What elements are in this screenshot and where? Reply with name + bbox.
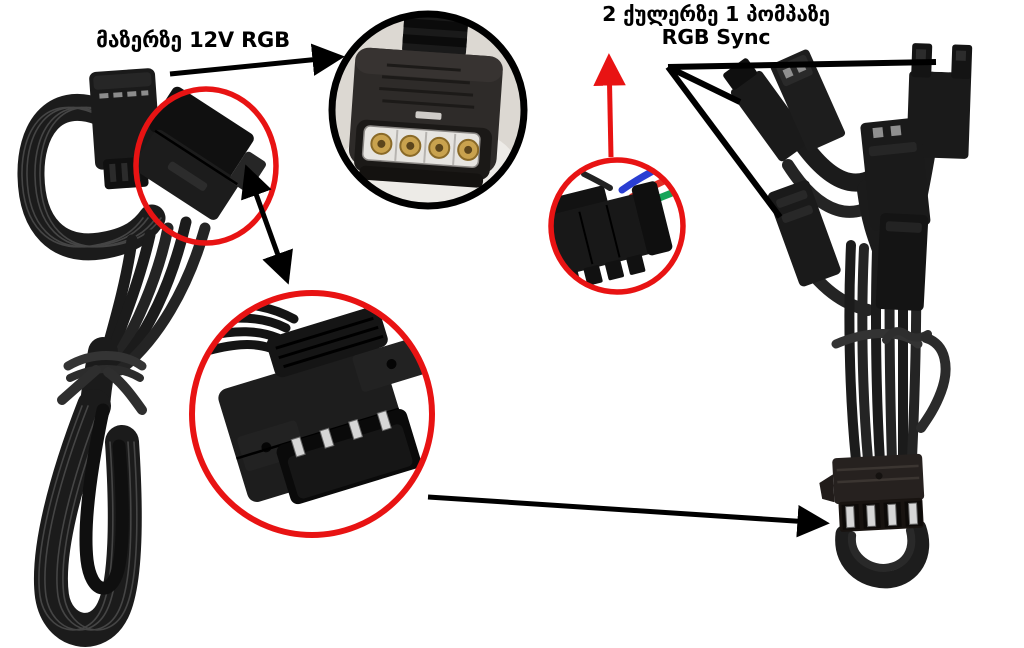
- splitter-connector-3: [860, 117, 931, 231]
- right-cable-tie-knot: [831, 327, 951, 433]
- line-label-to-splitter-top: [667, 59, 937, 70]
- right-splitter-cable-photo: [723, 43, 973, 589]
- rgb-header-closeup-photo: [332, 14, 524, 206]
- line-label-to-splitter-left: [666, 64, 742, 105]
- jst-connector-closeup-photo: [194, 296, 430, 532]
- arrow-closeup-to-right-connector: [427, 494, 830, 538]
- label-2-coolers-1-pump-rgb-sync: 2 ქულერზე 1 პომპაზე RGB Sync: [586, 3, 846, 49]
- line-label-to-splitter-lower: [665, 65, 783, 219]
- splitter-connector-forked: [906, 43, 973, 159]
- arrow-red-to-rgb-sync-label: [593, 53, 626, 158]
- label-motherboard-12v-rgb: მაზერზე 12V RGB: [96, 28, 290, 52]
- label-right-line1: 2 ქულერზე 1 პომპაზე: [602, 2, 830, 26]
- left-4pin-connector-circled: [133, 86, 266, 220]
- splitter-connector-4: [767, 180, 841, 287]
- red-circle-bottom-annotation: [189, 290, 435, 538]
- left-cable-tie-knot: [57, 351, 147, 415]
- label-right-line2: RGB Sync: [661, 24, 771, 49]
- jst-connector-wires-photo: [551, 160, 683, 292]
- arrow-label-to-black-circle: [169, 43, 345, 77]
- black-circle-annotation: [328, 10, 528, 210]
- left-cable-bottom-loop: [33, 389, 142, 647]
- red-circle-middle-annotation: [548, 157, 686, 295]
- right-bottom-connector: [819, 453, 930, 589]
- left-cable-12v-rgb-photo: [17, 68, 266, 647]
- left-cable-top-loop: [17, 93, 166, 261]
- splitter-connector-5: [875, 213, 929, 311]
- arrow-double-connector-to-closeup: [241, 164, 293, 285]
